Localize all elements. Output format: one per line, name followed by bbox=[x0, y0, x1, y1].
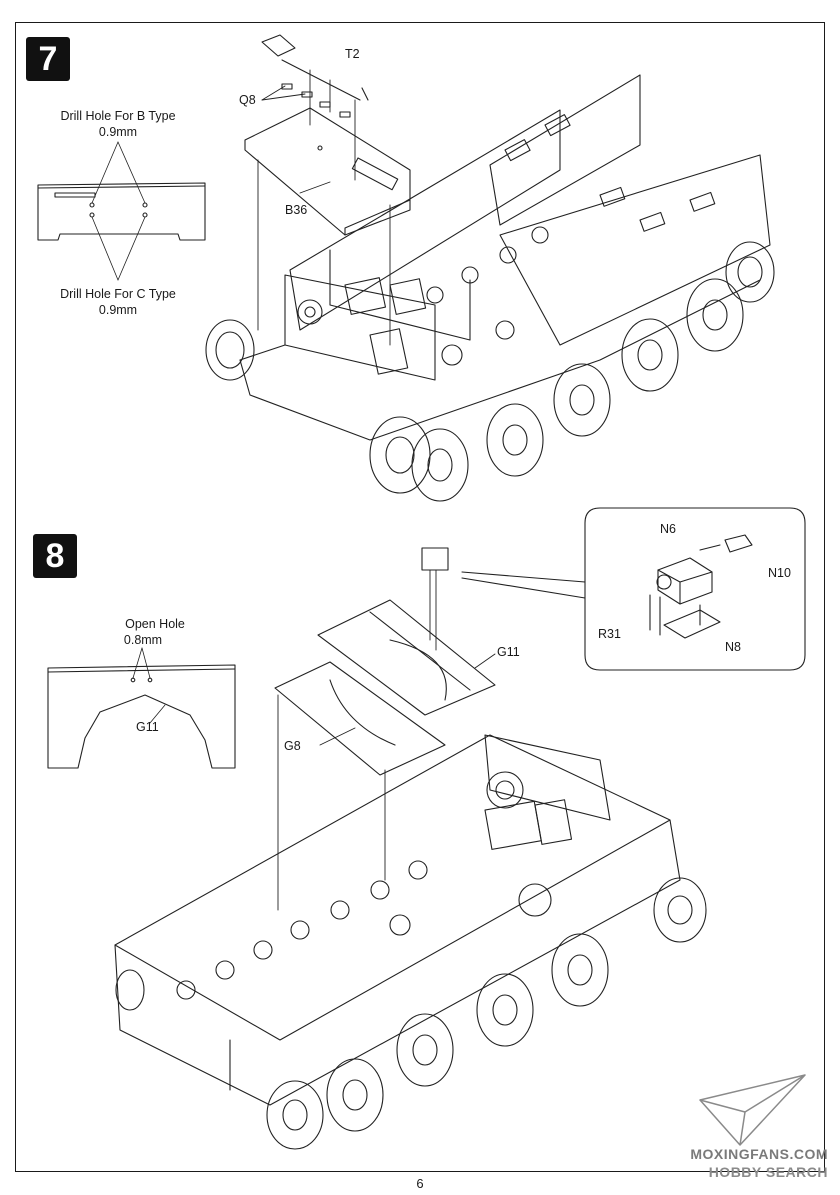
part-label-r31: R31 bbox=[598, 627, 621, 641]
step7-drill-leader-lines bbox=[91, 141, 146, 281]
watermark-plane-logo bbox=[699, 1074, 806, 1146]
step7-assembly-arrows bbox=[257, 69, 391, 346]
step8-assembly-arrows bbox=[277, 569, 496, 911]
detail-part-label-g11: G11 bbox=[136, 720, 159, 734]
page-border bbox=[15, 22, 825, 1172]
part-label-t2: T2 bbox=[345, 47, 360, 61]
drill-hole-c-label: Drill Hole For C Type bbox=[60, 287, 176, 301]
part-label-g11: G11 bbox=[497, 645, 520, 659]
drill-hole-b-label: Drill Hole For B Type bbox=[60, 109, 176, 123]
open-hole-label: Open Hole bbox=[125, 617, 185, 631]
step-number-badge-7: 7 bbox=[26, 37, 70, 81]
step7-running-gear bbox=[205, 241, 775, 502]
watermark-shop-text: HOBBY SEARCH bbox=[708, 1164, 828, 1180]
drill-hole-b-size: 0.9mm bbox=[98, 125, 138, 139]
part-label-n6: N6 bbox=[660, 522, 676, 536]
part-label-q8: Q8 bbox=[239, 93, 256, 107]
part-label-g8: G8 bbox=[284, 739, 301, 753]
part-label-n10: N10 bbox=[768, 566, 791, 580]
step-number-badge-8: 8 bbox=[33, 534, 77, 578]
part-label-b36: B36 bbox=[285, 203, 308, 217]
step8-open-hole-detail bbox=[47, 664, 236, 769]
open-hole-size: 0.8mm bbox=[123, 633, 163, 647]
page-number: 6 bbox=[416, 1176, 424, 1191]
step7-drill-detail-plate bbox=[37, 182, 206, 241]
watermark-site-text: MOXINGFANS.COM bbox=[690, 1146, 828, 1162]
step7-plate-b36 bbox=[244, 107, 411, 236]
step8-plate-g8 bbox=[274, 661, 446, 776]
step8-detail-leaders bbox=[132, 647, 166, 724]
step7-hull bbox=[239, 74, 771, 441]
drill-hole-c-size: 0.9mm bbox=[98, 303, 138, 317]
part-label-n8: N8 bbox=[725, 640, 741, 654]
step8-inset-frame bbox=[461, 507, 806, 671]
step8-running-gear bbox=[115, 877, 707, 1150]
step8-inset-parts bbox=[649, 534, 753, 639]
step8-plate-g11 bbox=[317, 547, 496, 716]
